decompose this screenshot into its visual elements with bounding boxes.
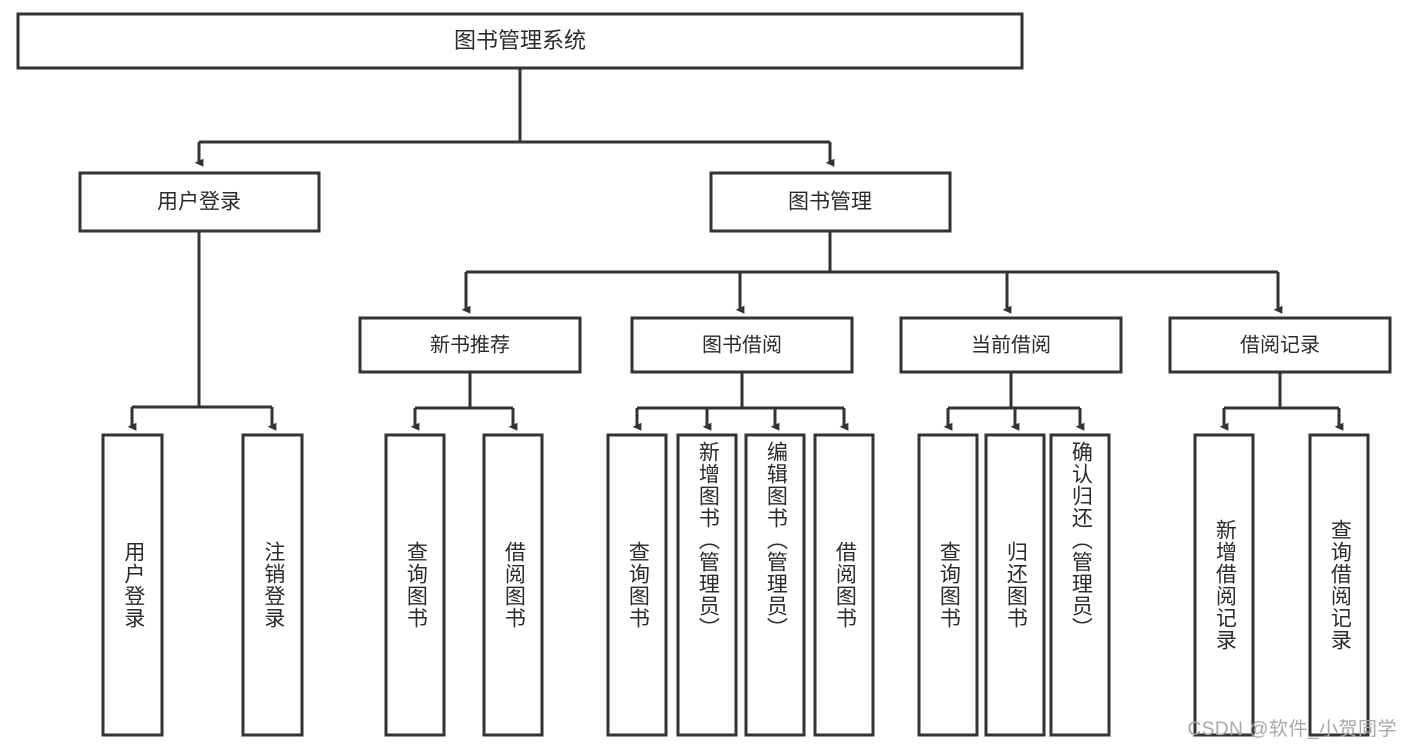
node-user-login-do-box[interactable] [101,433,164,737]
node-confirm-return-box[interactable] [1049,433,1111,737]
node-book-manage-label: 图书管理 [788,191,872,214]
node-add-book-box[interactable] [676,433,738,737]
node-user-login-label: 用户登录 [157,191,241,214]
connector-group-root [194,68,835,167]
connector-group-new-book-recommend [410,372,518,431]
node-current-borrow-box[interactable] [899,316,1123,374]
node-query-borrow-record-box[interactable] [1308,433,1370,737]
node-user-login[interactable]: 用户登录 [78,171,321,233]
watermark-text: CSDN @软件_小贺同学 [1187,719,1397,740]
node-current-borrow-label: 当前借阅 [971,333,1051,356]
node-borrow-record[interactable]: 借阅记录 [1168,316,1392,374]
node-new-book-recommend-label: 新书推荐 [430,333,510,356]
node-root-box[interactable] [16,12,1024,70]
node-user-logout-box[interactable] [241,433,304,737]
node-root[interactable]: 图书管理系统 [16,12,1024,70]
node-borrow-book-1-box[interactable] [482,433,544,737]
node-book-borrow-label: 图书借阅 [702,333,782,356]
node-new-book-recommend[interactable]: 新书推荐 [358,316,582,374]
node-borrow-record-label: 借阅记录 [1240,333,1320,356]
node-book-manage-box[interactable] [709,171,952,233]
connector-group-user-login [127,231,277,431]
node-borrow-record-box[interactable] [1168,316,1392,374]
node-current-borrow[interactable]: 当前借阅 [899,316,1123,374]
node-book-manage[interactable]: 图书管理 [709,171,952,233]
node-return-book-box[interactable] [984,433,1046,737]
node-new-book-recommend-box[interactable] [358,316,582,374]
connector-group-book-manage [461,231,1283,314]
leaf-box-group [101,433,1370,737]
node-borrow-book-2-box[interactable] [813,433,875,737]
node-book-borrow[interactable]: 图书借阅 [630,316,854,374]
node-user-login-box[interactable] [78,171,321,233]
connector-group-book-borrow [632,372,849,431]
node-query-book-3-box[interactable] [917,433,979,737]
node-add-borrow-record-box[interactable] [1193,433,1255,737]
connector-group-current-borrow [943,372,1085,431]
connector-group-borrow-record [1219,372,1344,431]
node-edit-book-box[interactable] [744,433,806,737]
node-root-label: 图书管理系统 [454,28,586,53]
node-query-book-2-box[interactable] [606,433,668,737]
node-book-borrow-box[interactable] [630,316,854,374]
node-query-book-1-box[interactable] [384,433,446,737]
